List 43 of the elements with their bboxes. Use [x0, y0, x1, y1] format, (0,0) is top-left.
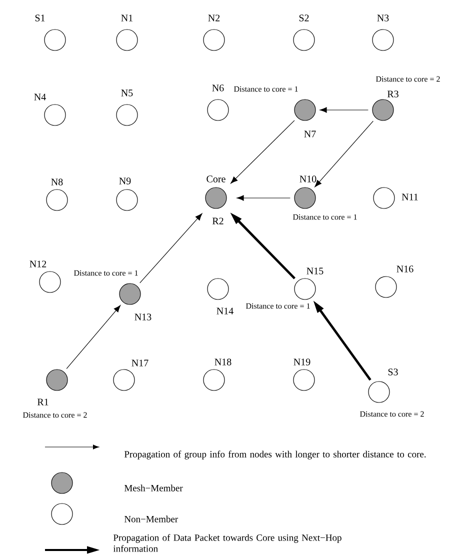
node-label: N5 [121, 90, 133, 96]
arrow [140, 213, 202, 284]
node-label: N7 [304, 130, 316, 138]
node-label: N14 [216, 308, 234, 314]
distance-label: Distance to core = 1 [292, 214, 357, 220]
node-label: N17 [132, 360, 148, 366]
distance-label: Distance to core = 2 [376, 76, 440, 82]
node-label: N15 [306, 268, 324, 274]
legend-text: Mesh−Member [124, 484, 183, 492]
node-label: N11 [402, 194, 418, 200]
node-label: N8 [51, 178, 63, 186]
distance-label: Distance to core = 2 [360, 411, 424, 417]
node-label: N10 [300, 176, 316, 182]
node-label: Core [206, 176, 226, 182]
node-label: S1 [35, 14, 45, 22]
legend-text: Propagation of Data Packet towards Core using Next−Hop information [113, 534, 342, 552]
node-label: N12 [30, 260, 46, 268]
legend-text: Non−Member [124, 516, 178, 522]
node-label: N9 [119, 178, 131, 184]
node-label: N16 [396, 266, 414, 272]
distance-label: Distance to core = 2 [23, 412, 87, 418]
node-label: S3 [388, 368, 398, 376]
node-label: N6 [212, 84, 224, 92]
legend-text: Propagation of group info from nodes with longer to shorter distance to core. [124, 450, 426, 460]
distance-label: Distance to core = 1 [246, 303, 310, 309]
node-label: N2 [208, 14, 220, 22]
distance-label: Distance to core = 1 [74, 270, 138, 276]
arrow [66, 305, 121, 370]
arrow [320, 107, 368, 113]
distance-label: Distance to core = 1 [234, 86, 298, 92]
node-label: N4 [34, 94, 46, 100]
node-label: R3 [387, 90, 398, 98]
node-label: N3 [377, 14, 389, 22]
arrow [230, 120, 295, 184]
node-label: N13 [134, 314, 152, 320]
node-label: S2 [299, 14, 309, 22]
node-label: R2 [212, 218, 224, 224]
node-label: N18 [214, 358, 232, 366]
node-label: N19 [294, 358, 310, 366]
arrow [236, 195, 290, 201]
node-label: R1 [37, 398, 48, 406]
arrow [314, 120, 374, 188]
node-label: N1 [121, 14, 133, 22]
